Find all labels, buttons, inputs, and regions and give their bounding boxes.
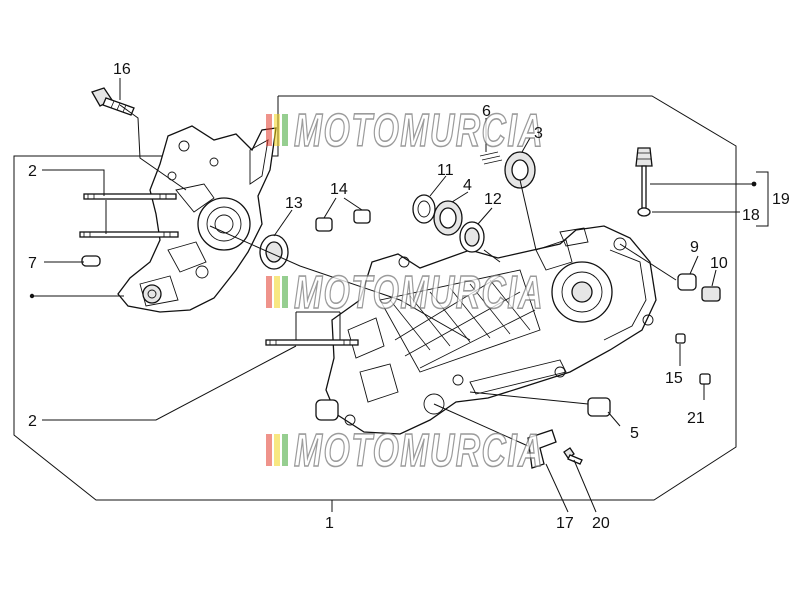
bushing-lower [315,399,339,421]
dowel-7 [81,255,101,267]
bracket-17 [527,429,557,469]
seal-13 [259,234,289,270]
callout-3: 3 [534,125,543,142]
watermark-top: MOTOMURCIA [266,103,544,157]
watermark-stripe-green [282,276,288,308]
watermark-stripe-yellow [274,276,280,308]
watermark-text: MOTOMURCIA [294,104,544,156]
callout-5: 5 [630,425,639,442]
callout-2-upper: 2 [28,163,37,180]
pin-15 [675,333,686,344]
watermark-stripe-yellow [274,114,280,146]
bolt-16 [91,87,135,116]
bushing-5 [587,397,611,417]
watermark-stripe-yellow [274,434,280,466]
bearing-4 [433,200,463,236]
callout-6: 6 [482,103,491,120]
callout-1: 1 [325,515,334,532]
callout-19: 19 [772,191,790,208]
ring-11 [412,194,436,224]
callout-14: 14 [330,181,348,198]
callout-15: 15 [665,370,683,387]
callout-9: 9 [690,239,699,256]
callout-16: 16 [113,61,131,78]
pin-10 [701,286,721,302]
leader-lines [29,78,769,513]
left-crankcase-half [117,125,277,313]
callout-12: 12 [484,191,502,208]
screw-20 [563,447,583,465]
stud-2-lower [265,339,359,346]
callout-13: 13 [285,195,303,212]
watermark-middle: MOTOMURCIA [266,265,544,319]
seal-12 [459,221,485,253]
watermark-text: MOTOMURCIA [294,266,544,318]
callout-2-lower: 2 [28,413,37,430]
watermark-stripe-red [266,434,272,466]
callout-7: 7 [28,255,37,272]
callout-20: 20 [592,515,610,532]
callout-17: 17 [556,515,574,532]
watermark-stripe-red [266,114,272,146]
watermark-stripe-green [282,114,288,146]
callout-4: 4 [463,177,472,194]
assembly-outline [13,95,737,501]
bushing-9 [677,273,697,291]
leader-dot-19 [751,181,757,187]
watermark-text: MOTOMURCIA [294,424,544,476]
bearing-3 [479,151,536,189]
bushing-14 [315,209,371,232]
callout-11: 11 [437,162,454,179]
callout-10: 10 [710,255,728,272]
right-crankcase-half [325,225,657,435]
callout-21: 21 [687,410,705,427]
watermark-stripe-green [282,434,288,466]
callout-18: 18 [742,207,760,224]
dipstick-19 [635,147,653,217]
watermark-stripe-red [266,276,272,308]
watermark-bottom: MOTOMURCIA [266,423,544,477]
pin-21 [699,373,711,385]
stud-2-upper [79,193,179,238]
